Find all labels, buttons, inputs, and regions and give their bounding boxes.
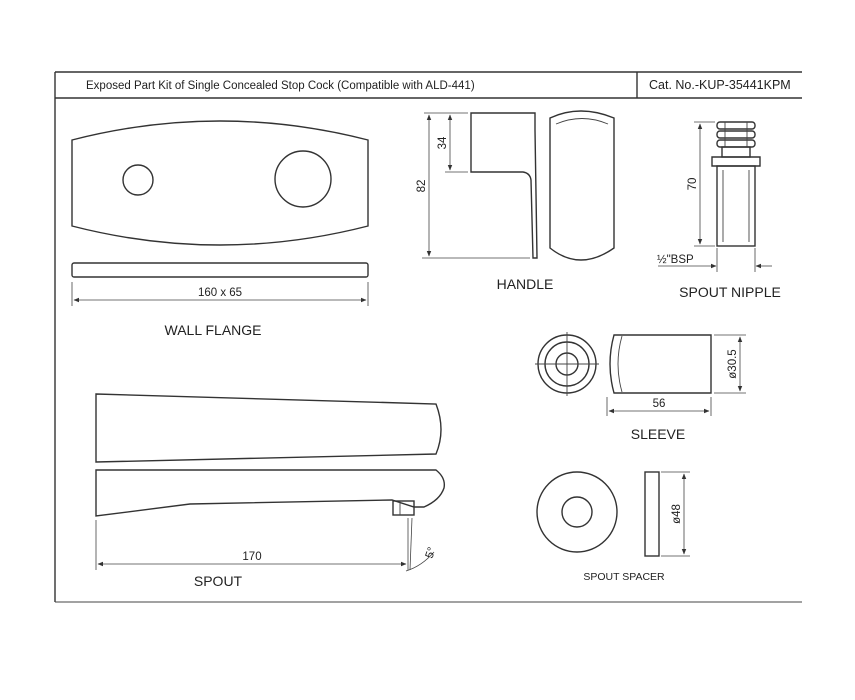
spout-angle: 5°: [424, 546, 439, 560]
spout-spacer-side-view: [644, 471, 660, 557]
catalog-number: Cat. No.-KUP-35441KPM: [649, 78, 791, 92]
drawing-border: [54, 71, 802, 603]
handle-front-view: [549, 110, 615, 261]
spout-nipple-height: 70: [687, 178, 699, 191]
spout-dimension-lines: [95, 517, 435, 572]
wall-flange-side-view: [71, 262, 369, 278]
spout-spacer-dimension-lines: [661, 471, 690, 557]
handle-label: HANDLE: [497, 276, 554, 292]
spout-nipple-thread: ½"BSP: [657, 254, 694, 266]
wall-flange-dimension: 160 x 65: [198, 287, 242, 299]
handle-side-view: [470, 112, 538, 259]
handle-height-total: 82: [416, 180, 428, 193]
wall-flange-label: WALL FLANGE: [165, 322, 262, 338]
spout-spacer-diameter: ø48: [671, 504, 683, 524]
sleeve-side-view: [609, 334, 712, 394]
wall-flange-dimension-line: [71, 282, 369, 306]
spout-spacer-front-view: [536, 471, 618, 553]
spout-side-view: [95, 469, 446, 517]
drawing-title: Exposed Part Kit of Single Concealed Sto…: [86, 80, 475, 92]
handle-height-top: 34: [437, 136, 449, 149]
spout-label: SPOUT: [194, 573, 243, 589]
handle-dimension-lines: [422, 112, 530, 259]
spout-nipple-label: SPOUT NIPPLE: [679, 284, 781, 300]
sleeve-diameter: ø30.5: [727, 349, 739, 378]
sleeve-end-view: [535, 332, 599, 396]
wall-flange-front-view: [71, 120, 369, 246]
sleeve-label: SLEEVE: [631, 426, 685, 442]
spout-length: 170: [242, 551, 261, 563]
sleeve-length: 56: [653, 398, 666, 410]
spout-nipple-drawing: [711, 121, 761, 247]
spout-spacer-label: SPOUT SPACER: [583, 571, 665, 583]
spout-top-view: [95, 393, 442, 463]
sleeve-dimension-lines: [606, 334, 746, 416]
spout-nipple-dimension-lines: [658, 121, 772, 272]
